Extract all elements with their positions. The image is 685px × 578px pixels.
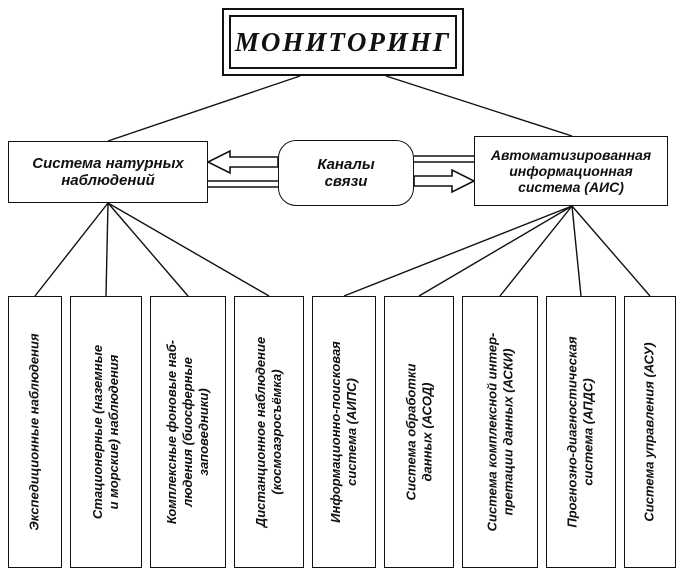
stationary-observations-label: Стационерные (наземные и морские) наблюд… [90, 344, 121, 520]
asod-box: Система обработки данных (АСОД) [384, 296, 454, 568]
background-observations-box: Комплексные фоновые наб- людения (биосфе… [150, 296, 226, 568]
communication-channels-box: Каналы связи [278, 140, 414, 206]
arrow-channels-to-natural [206, 149, 279, 175]
aips-box: Информационно-поисковая система (АИПС) [312, 296, 376, 568]
ais-box: Автоматизированная информационная систем… [474, 136, 668, 206]
line-natural-to-b3 [107, 202, 189, 297]
apds-label: Прогнозно-диагностическая система (АПДС) [565, 336, 596, 528]
asu-box: Система управления (АСУ) [624, 296, 676, 568]
background-observations-label: Комплексные фоновые наб- людения (биосфе… [164, 339, 211, 525]
monitoring-title: МОНИТОРИНГ [234, 26, 452, 57]
line-ais-to-b8 [571, 205, 582, 297]
double-line-natural-channels [208, 180, 278, 188]
line-title-to-ais [385, 75, 573, 137]
monitoring-title-inner: МОНИТОРИНГ [229, 15, 457, 69]
asu-label: Система управления (АСУ) [642, 342, 658, 522]
expedition-observations-box: Экспедиционные наблюдения [8, 296, 62, 568]
remote-observation-box: Дистанционное наблюдение (космоаэросъёмк… [234, 296, 304, 568]
expedition-observations-label: Экспедиционные наблюдения [27, 333, 43, 531]
aips-label: Информационно-поисковая система (АИПС) [328, 341, 360, 523]
arrow-channels-to-ais [413, 168, 476, 194]
natural-observation-system-label: Система натурных наблюдений [32, 155, 184, 189]
ais-label: Автоматизированная информационная систем… [490, 147, 652, 195]
line-natural-to-b4 [107, 202, 270, 297]
line-natural-to-b2 [105, 202, 109, 297]
asod-label: Система обработки данных (АСОД) [403, 363, 434, 501]
stationary-observations-box: Стационерные (наземные и морские) наблюд… [70, 296, 142, 568]
double-line-channels-ais [414, 155, 474, 163]
line-title-to-natural [107, 75, 301, 142]
monitoring-title-box: МОНИТОРИНГ [222, 8, 464, 76]
line-ais-to-b5 [343, 205, 573, 297]
remote-observation-label: Дистанционное наблюдение (космоаэросъёмк… [253, 336, 284, 528]
communication-channels-label: Каналы связи [317, 156, 375, 190]
line-ais-to-b6 [418, 205, 573, 297]
line-natural-to-b1 [34, 202, 109, 297]
aski-box: Система комплексной интер- претации данн… [462, 296, 538, 568]
aski-label: Система комплексной интер- претации данн… [484, 332, 515, 532]
natural-observation-system-box: Система натурных наблюдений [8, 141, 208, 203]
apds-box: Прогнозно-диагностическая система (АПДС) [546, 296, 616, 568]
line-ais-to-b7 [499, 205, 573, 297]
line-ais-to-b9 [571, 205, 651, 297]
